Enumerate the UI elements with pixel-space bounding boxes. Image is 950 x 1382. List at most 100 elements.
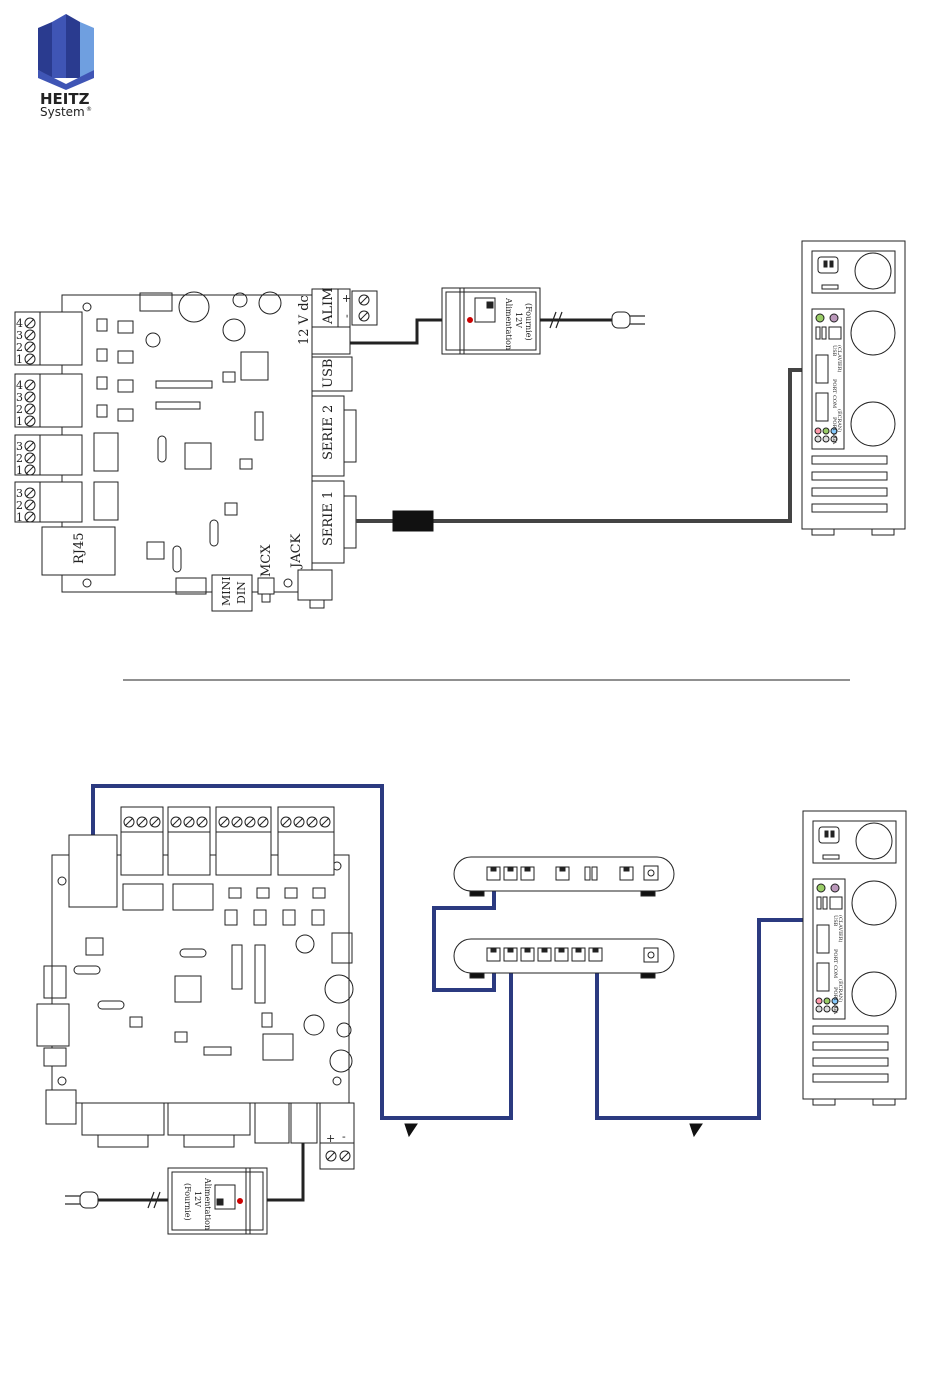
terminal-blocks-bottom (121, 807, 334, 875)
mcx-connector (258, 578, 274, 594)
component (118, 380, 133, 392)
serial-adapter (393, 511, 433, 531)
audio-jack (824, 1006, 830, 1012)
case-foot (812, 529, 834, 535)
port-latch (508, 867, 513, 871)
jack-label: JACK (289, 533, 304, 570)
bottom-diagram: + - Alimentation 12V (Fournie) (37, 786, 906, 1234)
switch-foot (470, 891, 484, 896)
socket-pin (831, 831, 834, 837)
pc-port-label-port-com: PORT COM (832, 949, 838, 978)
supply-led (468, 318, 473, 323)
serie2-label: SERIE 2 (321, 405, 336, 460)
jack-connector-bottom (37, 1004, 69, 1046)
arrow-marker (690, 1124, 702, 1136)
logo-bar-3 (66, 14, 80, 78)
audio-jack (823, 428, 829, 434)
rj45-connector-bottom (69, 835, 117, 907)
pc-tower-top: USB(CLAVIER)PORT COM(ÉCRAN)PORT VGA (802, 241, 905, 535)
capacitor (223, 319, 245, 341)
pc-case (803, 811, 906, 1099)
audio-jack (816, 1006, 822, 1012)
pc-port-label-clavier: (CLAVIER) (837, 915, 844, 942)
led (97, 405, 107, 417)
ic-header (156, 402, 200, 409)
switch-foot (641, 891, 655, 896)
network-cable-pc (597, 896, 836, 1118)
polarity-plus: + (340, 294, 353, 303)
dc-jack-socket (312, 327, 350, 354)
supply-pin (217, 1199, 223, 1205)
serie2-db9 (344, 410, 356, 462)
logo-registered: ® (86, 106, 92, 113)
case-foot (872, 529, 894, 535)
audio-jack (816, 998, 822, 1004)
polarity-minus-bottom: - (342, 1130, 346, 1143)
alim-terminal (352, 291, 377, 325)
dc-socket-bottom (291, 1103, 317, 1143)
supply-label-line1: Alimentation (504, 297, 513, 350)
port-latch (593, 948, 598, 952)
led (97, 349, 107, 361)
mount-hole (83, 303, 91, 311)
component (240, 459, 252, 469)
audio-jack (815, 428, 821, 434)
component (118, 321, 133, 333)
pc-port-label-port-vga: PORT VGA (832, 987, 838, 1015)
mains-plug (612, 312, 630, 328)
heitz-logo: HEITZ System ® (38, 14, 94, 119)
mcx-tip (262, 594, 270, 602)
ps2-mouse-port (831, 884, 839, 892)
serial-cable (356, 370, 815, 521)
pc-port-label-port-com: PORT COM (831, 379, 837, 408)
audio-jack (824, 998, 830, 1004)
supply-label-line2: 12V (514, 312, 523, 328)
serie1-port-bottom (82, 1103, 164, 1135)
pc-case (802, 241, 905, 529)
serie1-db9 (344, 496, 356, 548)
relay (94, 482, 118, 520)
terminal-pin-number: 1 (16, 464, 23, 477)
supply-label-line3: (Fournie) (524, 303, 533, 341)
case-foot (813, 1099, 835, 1105)
audio-jack (815, 436, 821, 442)
ic-header (156, 381, 212, 388)
top-diagram: 43214321321321 RJ45 12 V dc ALIM + - USB… (15, 241, 905, 611)
arrow-marker (405, 1124, 417, 1136)
mains-plug-bottom (80, 1192, 98, 1208)
mcx-label: MCX (259, 544, 274, 577)
supply-label-line2-bottom: 12V (193, 1191, 202, 1207)
port-latch (559, 948, 564, 952)
jack-connector (298, 570, 332, 600)
socket-pin (824, 261, 827, 267)
port-latch (525, 867, 530, 871)
serie2-port-bottom (168, 1103, 250, 1135)
port-latch (624, 867, 629, 871)
switch-foot (470, 973, 484, 978)
port-latch (491, 867, 496, 871)
supply-led (238, 1199, 243, 1204)
serie1-label: SERIE 1 (321, 491, 336, 546)
ps2-keyboard-port (816, 314, 824, 322)
rj45-label: RJ45 (72, 532, 87, 564)
regulator (241, 352, 268, 380)
power-cable-dc-bottom (267, 1143, 303, 1200)
led (97, 319, 107, 331)
ic-chip (185, 443, 211, 469)
logo-bar-1 (38, 22, 52, 78)
crystal (158, 436, 166, 462)
minidin-connector-bottom (46, 1090, 76, 1124)
socket-pin (825, 831, 828, 837)
capacitor (146, 333, 160, 347)
alim-label: ALIM (321, 288, 336, 325)
connector-header (140, 293, 172, 311)
crystal (173, 546, 181, 572)
port-latch (491, 948, 496, 952)
power-voltage-label: 12 V dc (297, 295, 312, 345)
component (223, 372, 235, 382)
component (225, 503, 237, 515)
audio-jack (823, 436, 829, 442)
logo-sub: System (40, 105, 85, 119)
switch-foot (641, 973, 655, 978)
